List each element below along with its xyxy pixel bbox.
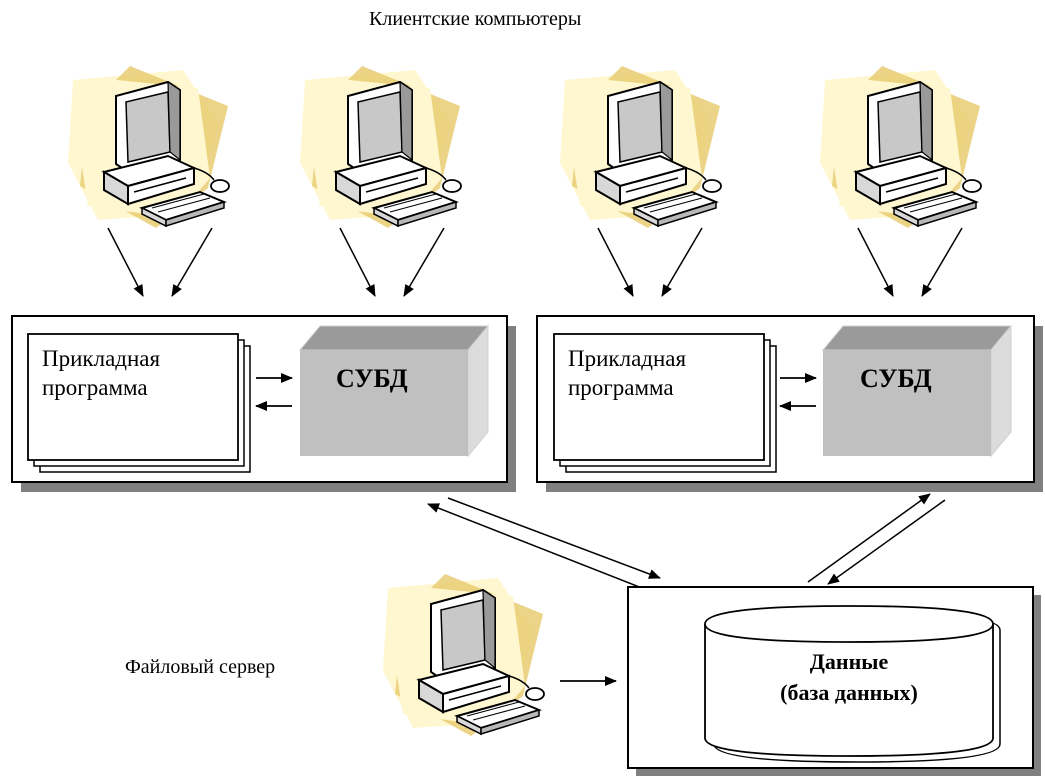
app-program-label-1: Прикладная программа (42, 344, 232, 402)
client-computer-icon-2 (299, 65, 462, 229)
file-server-label: Файловый сервер (125, 656, 276, 678)
file-server-computer-icon (382, 573, 545, 737)
database-label: Данные (база данных) (705, 646, 993, 708)
app-block-2 (536, 315, 1043, 492)
app-program-line1: Прикладная (42, 346, 161, 371)
server-links (427, 493, 946, 593)
app-program-line1: Прикладная (568, 346, 687, 371)
database-block (627, 586, 1041, 776)
diagram-title: Клиентские компьютеры (369, 8, 582, 30)
client-computer-icon-1 (67, 65, 230, 229)
database-line2: (база данных) (780, 680, 918, 705)
app-program-label-2: Прикладная программа (568, 344, 758, 402)
client-computer-icon-4 (819, 65, 982, 229)
client-arrows (107, 227, 963, 297)
app-program-line2: программа (568, 375, 674, 400)
database-line1: Данные (809, 649, 889, 674)
app-program-line2: программа (42, 375, 148, 400)
client-computer-icon-3 (559, 65, 722, 229)
dbms-label-2: СУБД (860, 364, 932, 393)
app-block-1 (11, 315, 516, 492)
dbms-label-1: СУБД (336, 364, 408, 393)
